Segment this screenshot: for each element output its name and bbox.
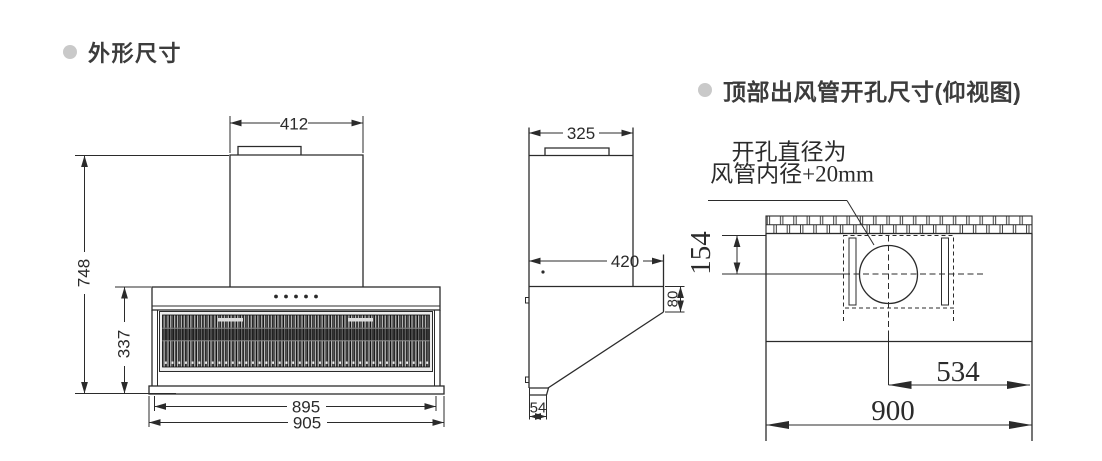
bottom-view: 开孔直径为 风管内径+20mm 154 534 900	[685, 140, 1033, 441]
side-front-edge-dim: 54	[530, 400, 547, 417]
front-dimension-lines	[75, 116, 445, 427]
side-rear-height-dim: 80	[665, 291, 682, 308]
section-title-outlet: 顶部出风管开孔尺寸(仰视图)	[698, 73, 1021, 107]
control-buttons	[274, 294, 318, 299]
section-bullet-icon	[63, 45, 77, 59]
outline-title-text: 外形尺寸	[88, 41, 183, 66]
screw-dot	[541, 270, 545, 274]
section-bullet-icon	[698, 83, 712, 97]
mount-slot	[848, 237, 857, 306]
grille	[159, 311, 433, 372]
opening-note-line1: 开孔直径为	[732, 140, 847, 165]
filter-clip	[218, 318, 243, 322]
wall-hatch	[765, 215, 1033, 235]
front-total-height-dim: 748	[75, 259, 94, 287]
side-view: 325 420 80 54	[525, 124, 685, 420]
front-view: 412 748 337 895 905	[75, 115, 445, 433]
side-dimension-lines	[529, 129, 685, 420]
mount-hook	[525, 297, 530, 304]
front-inner-width-dim: 895	[292, 398, 320, 417]
filter-clip	[348, 318, 373, 322]
outlet-title-text: 顶部出风管开孔尺寸(仰视图)	[723, 79, 1022, 105]
opening-note-line2: 风管内径+20mm	[710, 162, 874, 187]
front-outline	[148, 145, 445, 395]
bottom-dimension-lines	[722, 235, 1032, 429]
front-overall-width-dim: 905	[293, 414, 321, 433]
side-top-depth-dim: 325	[567, 124, 595, 143]
wall-to-center-dim: 154	[685, 231, 717, 275]
bottom-overall-width-dim: 900	[871, 395, 915, 427]
mount-hook	[525, 376, 530, 383]
bottom-outline	[765, 232, 1033, 441]
note-leader	[708, 200, 875, 246]
side-body-depth-dim: 420	[611, 252, 639, 271]
front-top-width-dim: 412	[280, 115, 308, 134]
front-lower-height-dim: 337	[115, 330, 134, 358]
section-title-outline: 外形尺寸	[63, 36, 182, 68]
mount-slot	[941, 237, 949, 306]
center-to-edge-dim: 534	[936, 356, 980, 388]
center-lines	[722, 235, 983, 385]
side-outline	[525, 127, 665, 396]
